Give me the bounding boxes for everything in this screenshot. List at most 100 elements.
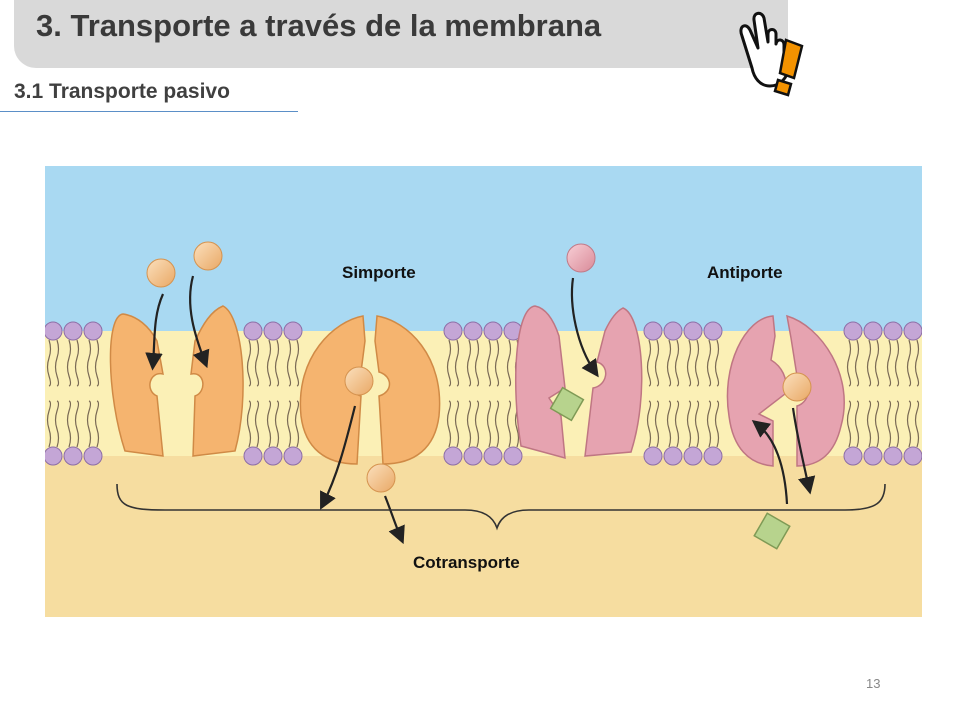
- lipid-head: [863, 321, 883, 341]
- lipid-head: [883, 321, 903, 341]
- lipid-head: [903, 446, 922, 466]
- solute-molecule: [193, 241, 223, 271]
- lipid-head: [843, 446, 863, 466]
- lipid-head: [483, 446, 503, 466]
- solute-molecule: [146, 258, 176, 288]
- lipid-tail: [886, 400, 892, 448]
- lipid-tail: [246, 400, 252, 448]
- cotransporte-brace: [116, 483, 886, 531]
- lipid-head: [703, 321, 723, 341]
- lipid-tail: [466, 339, 472, 387]
- lipid-tail: [454, 400, 460, 448]
- lipid-tail: [874, 339, 880, 387]
- lipid-tail: [294, 400, 300, 448]
- lipid-tail: [446, 339, 452, 387]
- lipid-tail: [66, 400, 72, 448]
- lipid-head: [863, 446, 883, 466]
- lipid-tail: [494, 400, 500, 448]
- lipid-tail: [694, 339, 700, 387]
- lipid-tail: [274, 400, 280, 448]
- lipid-tails: [46, 339, 920, 448]
- lipid-head: [643, 321, 663, 341]
- transport-arrow: [145, 293, 165, 371]
- lipid-tail: [94, 400, 100, 448]
- lipid-tail: [506, 400, 512, 448]
- lipid-head: [503, 446, 523, 466]
- lipid-tail: [874, 400, 880, 448]
- antiporte-protein-2: [726, 314, 845, 467]
- lipid-tail: [714, 400, 720, 448]
- lipid-tail: [674, 400, 680, 448]
- hand-pointer-icon: [739, 11, 804, 97]
- lipid-head: [703, 446, 723, 466]
- lipid-tail: [54, 339, 60, 387]
- solute-molecule: [566, 243, 596, 273]
- lipid-head: [883, 446, 903, 466]
- antiporte-label: Antiporte: [707, 263, 783, 282]
- uniporte-protein: [109, 305, 244, 457]
- lipid-tail: [686, 400, 692, 448]
- lipid-tail: [694, 400, 700, 448]
- lipid-tail: [706, 400, 712, 448]
- antiporte-protein-1: [515, 305, 643, 460]
- lipid-tail: [666, 400, 672, 448]
- lipid-tail: [294, 339, 300, 387]
- lipid-head: [483, 321, 503, 341]
- lipid-head: [663, 321, 683, 341]
- membrane-transport-diagram: Simporte Antiporte Cotransporte: [45, 166, 922, 617]
- lipid-tail: [94, 339, 100, 387]
- lipid-head: [63, 446, 83, 466]
- lipid-head: [45, 446, 63, 466]
- lipid-head: [45, 321, 63, 341]
- lipid-tail: [706, 339, 712, 387]
- lipid-tail: [894, 400, 900, 448]
- lipid-tail: [286, 339, 292, 387]
- lipid-tail: [674, 339, 680, 387]
- lipid-head: [463, 321, 483, 341]
- lipid-tail: [846, 400, 852, 448]
- lipid-tail: [86, 400, 92, 448]
- lipid-tail: [454, 339, 460, 387]
- lipid-head: [463, 446, 483, 466]
- lipid-tail: [654, 400, 660, 448]
- transport-arrow: [383, 495, 405, 545]
- lipid-tail: [446, 400, 452, 448]
- cotransporte-label: Cotransporte: [413, 553, 520, 572]
- lipid-head: [683, 446, 703, 466]
- lipid-head: [903, 321, 922, 341]
- lipid-tail: [74, 400, 80, 448]
- intracellular-space: [45, 456, 922, 617]
- lipid-tail: [474, 339, 480, 387]
- lipid-tail: [254, 339, 260, 387]
- lipid-tail: [254, 400, 260, 448]
- lipid-tail: [266, 400, 272, 448]
- transport-arrow: [189, 275, 210, 369]
- lipid-tail: [686, 339, 692, 387]
- lipid-tail: [906, 339, 912, 387]
- lipid-head: [263, 321, 283, 341]
- transport-arrow: [791, 407, 816, 495]
- lipid-tail: [914, 339, 920, 387]
- lipid-head: [443, 321, 463, 341]
- lipid-tail: [894, 339, 900, 387]
- square-solute: [753, 512, 791, 550]
- lipid-tail: [666, 339, 672, 387]
- lipid-head: [843, 321, 863, 341]
- transport-arrow: [320, 405, 357, 510]
- lipid-tail: [74, 339, 80, 387]
- solute-molecule: [366, 463, 396, 493]
- solute-molecule: [782, 372, 812, 402]
- lipid-head: [83, 446, 103, 466]
- lipid-tail: [266, 339, 272, 387]
- lipid-head: [283, 321, 303, 341]
- lipid-tail: [854, 400, 860, 448]
- slide-title: 3. Transporte a través de la membrana: [36, 8, 602, 43]
- lipid-tail: [474, 400, 480, 448]
- lipid-head: [443, 446, 463, 466]
- lipid-tail: [246, 339, 252, 387]
- lipid-tail: [886, 339, 892, 387]
- lipid-head: [283, 446, 303, 466]
- lipid-tail: [286, 400, 292, 448]
- lipid-tail: [86, 339, 92, 387]
- slide-subtitle: 3.1 Transporte pasivo: [14, 80, 230, 103]
